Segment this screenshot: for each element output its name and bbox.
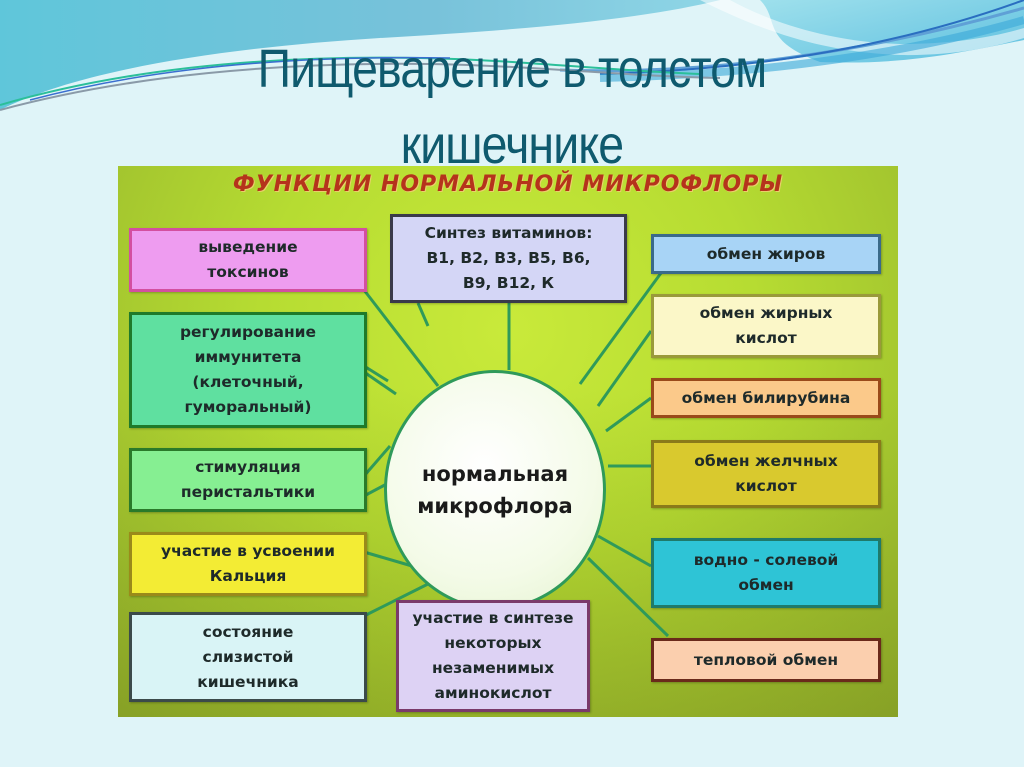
slide-title-line-1: Пищеварение в толстом [257, 39, 768, 99]
microflora-functions-diagram: ФУНКЦИИ НОРМАЛЬНОЙ МИКРОФЛОРЫ [118, 166, 898, 717]
diagram-title: ФУНКЦИИ НОРМАЛЬНОЙ МИКРОФЛОРЫ [232, 172, 784, 197]
header-wave-decoration [0, 0, 1024, 111]
function-box-vitamin-synthesis: Синтез витаминов:В1, В2, В3, В5, В6,В9, … [390, 214, 627, 303]
slide-title: Пищеварение в толстом кишечнике [72, 36, 953, 178]
slide-title-line-2: кишечнике [400, 115, 624, 175]
connector-lines [362, 272, 670, 638]
function-box-heat-exchange: тепловой обмен [651, 638, 881, 682]
function-box-fat-metabolism: обмен жиров [651, 234, 881, 274]
function-box-bilirubin-metabolism: обмен билирубина [651, 378, 881, 418]
